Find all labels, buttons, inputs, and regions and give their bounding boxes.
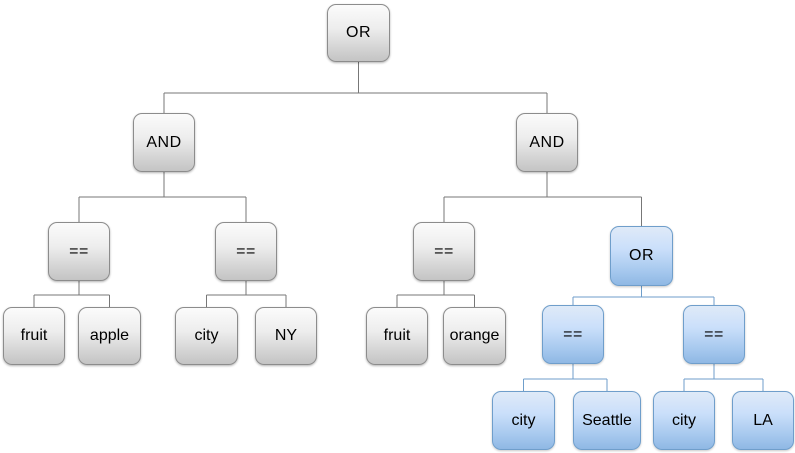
- tree-node-label: AND: [529, 133, 565, 151]
- tree-node-label: city: [511, 411, 536, 429]
- tree-node-label: ==: [563, 325, 583, 343]
- tree-node-n6[interactable]: OR: [610, 226, 673, 286]
- tree-node-label: ==: [69, 242, 89, 260]
- tree-node-label: LA: [753, 411, 773, 429]
- tree-node-label: fruit: [383, 327, 411, 344]
- tree-node-n5[interactable]: ==: [413, 222, 475, 281]
- tree-node-n12[interactable]: orange: [443, 307, 506, 365]
- tree-node-label: city: [194, 327, 219, 344]
- tree-node-n18[interactable]: LA: [732, 391, 794, 450]
- edge-group-n1: [78, 172, 247, 222]
- tree-node-n14[interactable]: ==: [683, 305, 745, 364]
- tree-node-n0[interactable]: OR: [327, 4, 390, 62]
- edge-group-n0: [163, 62, 548, 113]
- edge-group-n5: [396, 281, 476, 307]
- tree-node-label: city: [672, 411, 696, 429]
- tree-node-n7[interactable]: fruit: [3, 307, 65, 365]
- tree-node-n2[interactable]: AND: [516, 113, 578, 172]
- tree-node-n3[interactable]: ==: [48, 222, 110, 281]
- tree-node-n1[interactable]: AND: [133, 113, 195, 172]
- tree-node-label: apple: [89, 327, 130, 344]
- tree-node-n9[interactable]: city: [175, 307, 238, 365]
- tree-node-label: ==: [236, 242, 256, 260]
- tree-node-label: orange: [449, 327, 500, 344]
- edge-group-n2: [443, 172, 643, 226]
- tree-node-n4[interactable]: ==: [215, 222, 277, 281]
- tree-node-n10[interactable]: NY: [255, 307, 317, 365]
- tree-node-n16[interactable]: Seattle: [573, 391, 641, 450]
- edge-group-n3: [33, 281, 111, 307]
- tree-node-n13[interactable]: ==: [542, 305, 604, 364]
- tree-node-label: fruit: [20, 327, 48, 344]
- tree-node-label: OR: [346, 24, 371, 41]
- tree-node-label: ==: [704, 325, 724, 343]
- tree-node-label: OR: [629, 247, 654, 264]
- tree-node-n15[interactable]: city: [492, 391, 555, 450]
- tree-node-n17[interactable]: city: [653, 391, 715, 450]
- tree-node-n8[interactable]: apple: [78, 307, 141, 365]
- tree-node-label: Seattle: [582, 411, 632, 429]
- tree-node-label: AND: [146, 133, 182, 151]
- tree-node-label: ==: [434, 242, 454, 260]
- tree-node-label: NY: [274, 327, 298, 344]
- tree-node-n11[interactable]: fruit: [366, 307, 428, 365]
- edge-group-n6: [572, 286, 715, 305]
- edge-group-n13: [522, 364, 608, 391]
- edge-group-n4: [205, 281, 287, 307]
- edge-group-n14: [683, 364, 764, 391]
